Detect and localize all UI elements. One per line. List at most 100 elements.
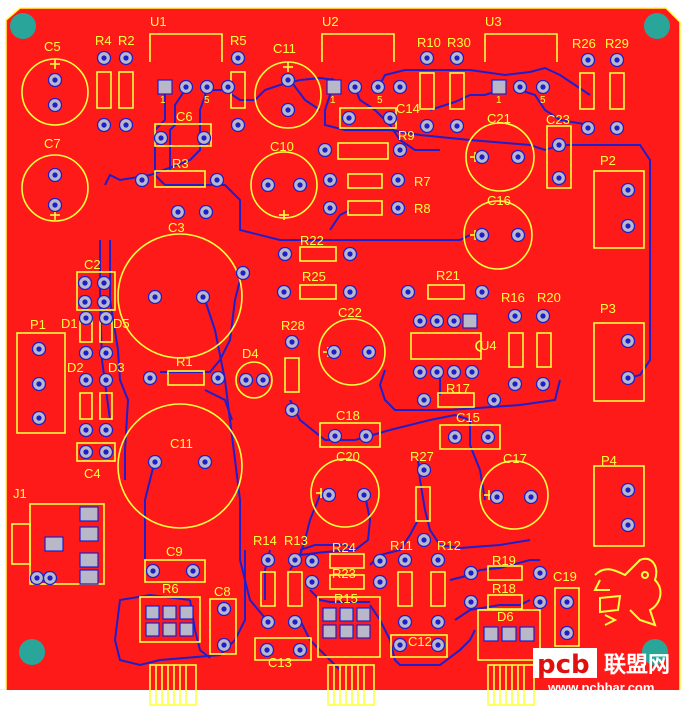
label-R25: R25 — [302, 269, 326, 284]
pad-drill-hole — [52, 77, 58, 83]
label-C3: C3 — [168, 220, 185, 235]
mount-hole-bottom-right — [642, 639, 668, 665]
pad-drill-hole — [537, 599, 543, 605]
pad-drill-hole — [346, 115, 352, 121]
pad-drill-hole — [309, 579, 315, 585]
pad-drill-hole — [421, 537, 427, 543]
silkscreen-layer — [11, 33, 645, 706]
pad-drill-hole — [214, 177, 220, 183]
pad-drill-hole — [36, 415, 42, 421]
pad-drill-hole — [83, 449, 89, 455]
pad-drill-hole — [34, 575, 40, 581]
pad-drill-hole — [625, 187, 631, 193]
pad-drill-hole — [585, 57, 591, 63]
label-C8: C8 — [214, 584, 231, 599]
pad-drill-hole — [281, 289, 287, 295]
label-R15: R15 — [334, 591, 358, 606]
pad-drill-hole — [123, 55, 129, 61]
pad-drill-hole — [435, 557, 441, 563]
pad-drill-hole — [297, 647, 303, 653]
pad-drill-hole — [331, 349, 337, 355]
pad-drill-hole — [397, 642, 403, 648]
label-U4: U4 — [480, 338, 497, 353]
pad-drill-hole — [387, 115, 393, 121]
label-R21: R21 — [436, 268, 460, 283]
pad-drill-hole — [292, 557, 298, 563]
pad-drill-hole — [352, 84, 358, 90]
pad-drill-hole — [285, 107, 291, 113]
board-bottom-strip — [0, 690, 686, 712]
label-R12: R12 — [437, 538, 461, 553]
u2-pin1-mark: 1 — [330, 95, 336, 106]
label-R18: R18 — [492, 581, 516, 596]
pad-drill-hole — [625, 522, 631, 528]
pad-drill-hole — [103, 350, 109, 356]
mount-hole-top-left — [10, 13, 36, 39]
pad-drill-hole — [395, 205, 401, 211]
pad-drill-hole — [454, 123, 460, 129]
pad-drill-hole — [405, 289, 411, 295]
ic-pin-marks: 1 5 1 5 1 5 — [160, 95, 546, 106]
pad-drill-hole — [397, 147, 403, 153]
pad-drill-hole — [103, 427, 109, 433]
label-R29: R29 — [605, 36, 629, 51]
pad-drill-hole — [347, 251, 353, 257]
label-R14: R14 — [253, 533, 277, 548]
pad-drill-hole — [347, 289, 353, 295]
pad-drill-hole — [421, 467, 427, 473]
label-R3: R3 — [172, 156, 189, 171]
pad-drill-hole — [47, 575, 53, 581]
label-U3: U3 — [485, 14, 502, 29]
pad-drill-hole — [540, 84, 546, 90]
pad-drill-hole — [225, 84, 231, 90]
label-R17: R17 — [446, 381, 470, 396]
pad-drill-hole — [289, 339, 295, 345]
pad-drill-hole — [175, 209, 181, 215]
label-R4: R4 — [95, 33, 112, 48]
pad-drill-hole — [528, 494, 534, 500]
pad-drill-hole — [147, 375, 153, 381]
pad-drill-hole — [625, 487, 631, 493]
label-R23: R23 — [332, 566, 356, 581]
pad-drill-hole — [83, 350, 89, 356]
label-R7: R7 — [414, 174, 431, 189]
watermark-cn: 联盟网 — [604, 653, 670, 678]
designator-labels: C5 R4 R2 U1 R5 C11 U2 R10 R30 U3 R26 R29… — [13, 14, 629, 670]
pad-drill-hole — [479, 289, 485, 295]
pad-drill-hole — [556, 142, 562, 148]
pad-drill-hole — [485, 434, 491, 440]
label-R10: R10 — [417, 35, 441, 50]
pad-drill-hole — [614, 125, 620, 131]
pad-drill-hole — [285, 77, 291, 83]
label-C5: C5 — [44, 39, 61, 54]
label-J1: J1 — [13, 486, 27, 501]
pad-drill-hole — [322, 147, 328, 153]
pad-drill-hole — [235, 55, 241, 61]
pad-drill-hole — [479, 154, 485, 160]
pad-layer — [29, 50, 636, 658]
pad-drill-hole — [517, 84, 523, 90]
watermark-pcb: pcb — [537, 650, 590, 680]
pad-drill-hole — [201, 135, 207, 141]
pad-drill-hole — [36, 381, 42, 387]
label-C11-bottom: C11 — [170, 436, 193, 451]
pad-drill-hole — [326, 492, 332, 498]
pad-drill-hole — [83, 377, 89, 383]
pad-drill-hole — [52, 172, 58, 178]
label-R20: R20 — [537, 290, 561, 305]
pad-drill-hole — [265, 557, 271, 563]
pad-drill-hole — [564, 599, 570, 605]
pad-drill-hole — [468, 599, 474, 605]
label-C2: C2 — [84, 257, 101, 272]
pad-drill-hole — [435, 642, 441, 648]
pad-drill-hole — [479, 232, 485, 238]
label-R22: R22 — [300, 233, 324, 248]
pad-drill-hole — [397, 84, 403, 90]
pad-drill-hole — [83, 315, 89, 321]
pad-drill-hole — [123, 122, 129, 128]
pad-drill-hole — [417, 369, 423, 375]
pad-drill-hole — [282, 251, 288, 257]
pad-drill-hole — [556, 175, 562, 181]
pad-drill-hole — [402, 557, 408, 563]
pad-drill-hole — [452, 434, 458, 440]
